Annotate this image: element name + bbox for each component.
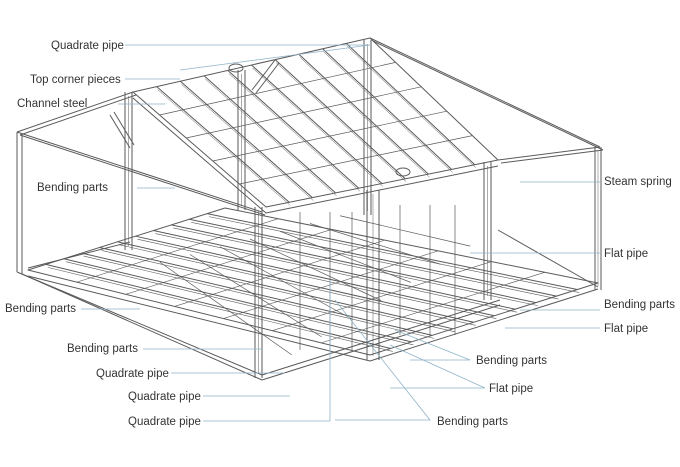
label-bending-parts-left-upper: Bending parts	[37, 182, 108, 194]
roof-ring	[395, 167, 411, 177]
floor-crossbar	[117, 241, 474, 323]
floor-crossbar	[155, 233, 518, 313]
floor-crossbar	[171, 224, 536, 304]
floor-joist	[76, 218, 279, 283]
floor-outline	[27, 207, 599, 356]
front-floor-crossbar	[339, 215, 471, 247]
roof-purlin	[239, 135, 473, 185]
label-steam-spring: Steam spring	[604, 176, 672, 188]
floor-crossbar	[45, 263, 391, 349]
front-floor-crossbar	[249, 238, 382, 301]
roof-crossbar	[323, 51, 453, 173]
left-wing-bottom-rail	[21, 273, 263, 381]
floor-joist	[223, 250, 439, 319]
roof-crossbar	[251, 64, 383, 184]
label-bending-parts-right: Bending parts	[604, 299, 675, 311]
label-quadrate-pipe-bottom-1: Quadrate pipe	[96, 368, 169, 380]
front-floor-crossbar	[309, 223, 441, 265]
roof-crossbar	[252, 67, 384, 187]
label-top-corner-pieces: Top corner pieces	[30, 74, 121, 86]
label-flat-pipe-right-1: Flat pipe	[604, 248, 649, 260]
roof-ring	[228, 63, 244, 73]
right-wing-bottom-rail	[497, 229, 599, 288]
floor-crossbar	[191, 221, 559, 300]
roof-crossbar	[276, 62, 407, 182]
floor-crossbar	[81, 252, 433, 336]
label-flat-pipe-center: Flat pipe	[489, 383, 534, 395]
left-wing-front-rail	[16, 131, 263, 213]
front-floor-crossbar	[189, 254, 322, 338]
roof-crossbar	[228, 73, 360, 192]
roof-edge-lower	[132, 97, 499, 214]
floor-crossbar	[101, 250, 455, 333]
left-wing-top-rail	[16, 91, 134, 133]
roof-crossbar	[180, 80, 313, 198]
floor-joist	[125, 229, 332, 295]
right-wing-top-rail	[372, 40, 604, 151]
left-wing-top-rail	[19, 94, 137, 136]
floor-edge-lower	[27, 275, 599, 362]
left-brace	[109, 114, 131, 149]
label-channel-steel: Channel steel	[17, 98, 88, 110]
roof-purlin	[186, 86, 422, 139]
leader-line-9	[203, 280, 331, 422]
floor-joist	[321, 271, 545, 344]
roof-crossbar	[157, 89, 291, 206]
label-quadrate-pipe-bottom-3: Quadrate pipe	[128, 416, 201, 428]
floor-joist	[174, 239, 385, 307]
front-base-rail	[261, 304, 501, 381]
roof-crossbar	[203, 75, 336, 194]
front-floor-crossbar	[279, 230, 411, 283]
label-quadrate-pipe-top: Quadrate pipe	[51, 40, 124, 52]
right-brace	[251, 59, 276, 91]
left-wing-floor-edge	[27, 241, 131, 269]
label-bending-parts-bottom: Bending parts	[437, 416, 508, 428]
front-floor-crossbar	[159, 261, 292, 356]
label-bending-parts-center: Bending parts	[476, 355, 547, 367]
floor-crossbar	[137, 238, 497, 320]
leader-lines	[81, 44, 600, 422]
steel-frame-structure	[16, 37, 604, 381]
front-base-rail	[261, 299, 501, 376]
label-bending-parts-left-mid: Bending parts	[5, 303, 76, 315]
floor-crossbar	[65, 261, 414, 346]
floor-joist	[272, 261, 492, 332]
label-flat-pipe-right-2: Flat pipe	[604, 323, 649, 335]
right-wing-front-rail	[500, 149, 604, 164]
roof-crossbar	[181, 84, 314, 201]
floor-crossbar	[209, 216, 580, 293]
left-wing-front-rail	[19, 134, 266, 216]
floor-crossbar	[173, 227, 538, 306]
roof-crossbar	[204, 78, 337, 197]
roof-crossbar	[274, 59, 406, 180]
leader-line-1	[125, 44, 371, 71]
left-wing-bottom-rail	[16, 271, 263, 376]
right-wing-top-rail	[369, 37, 601, 148]
label-bending-parts-left-lower: Bending parts	[67, 343, 138, 355]
roof-crossbar	[299, 57, 430, 178]
floor-crossbar	[206, 213, 578, 291]
floor-crossbar	[63, 258, 412, 343]
leader-line-14	[394, 329, 471, 361]
roof-purlin	[159, 62, 396, 116]
leader-line-15	[389, 344, 486, 389]
floor-crossbar	[119, 244, 476, 326]
left-brace	[113, 111, 135, 146]
roof-crossbar	[322, 48, 452, 170]
roof-crossbar	[347, 46, 476, 168]
front-floor-crossbar	[219, 246, 352, 319]
right-brace	[255, 62, 280, 94]
roof-crossbar	[345, 43, 476, 166]
right-wing-front-rail	[497, 146, 601, 161]
floor-crossbar	[47, 267, 393, 352]
roof-crossbar	[156, 86, 290, 203]
floor-crossbar	[135, 235, 495, 317]
roof-crossbar	[227, 70, 360, 189]
label-quadrate-pipe-bottom-2: Quadrate pipe	[128, 391, 201, 403]
floor-crossbar	[99, 246, 454, 330]
roof-purlin	[212, 110, 447, 162]
leader-line-16	[334, 299, 431, 421]
